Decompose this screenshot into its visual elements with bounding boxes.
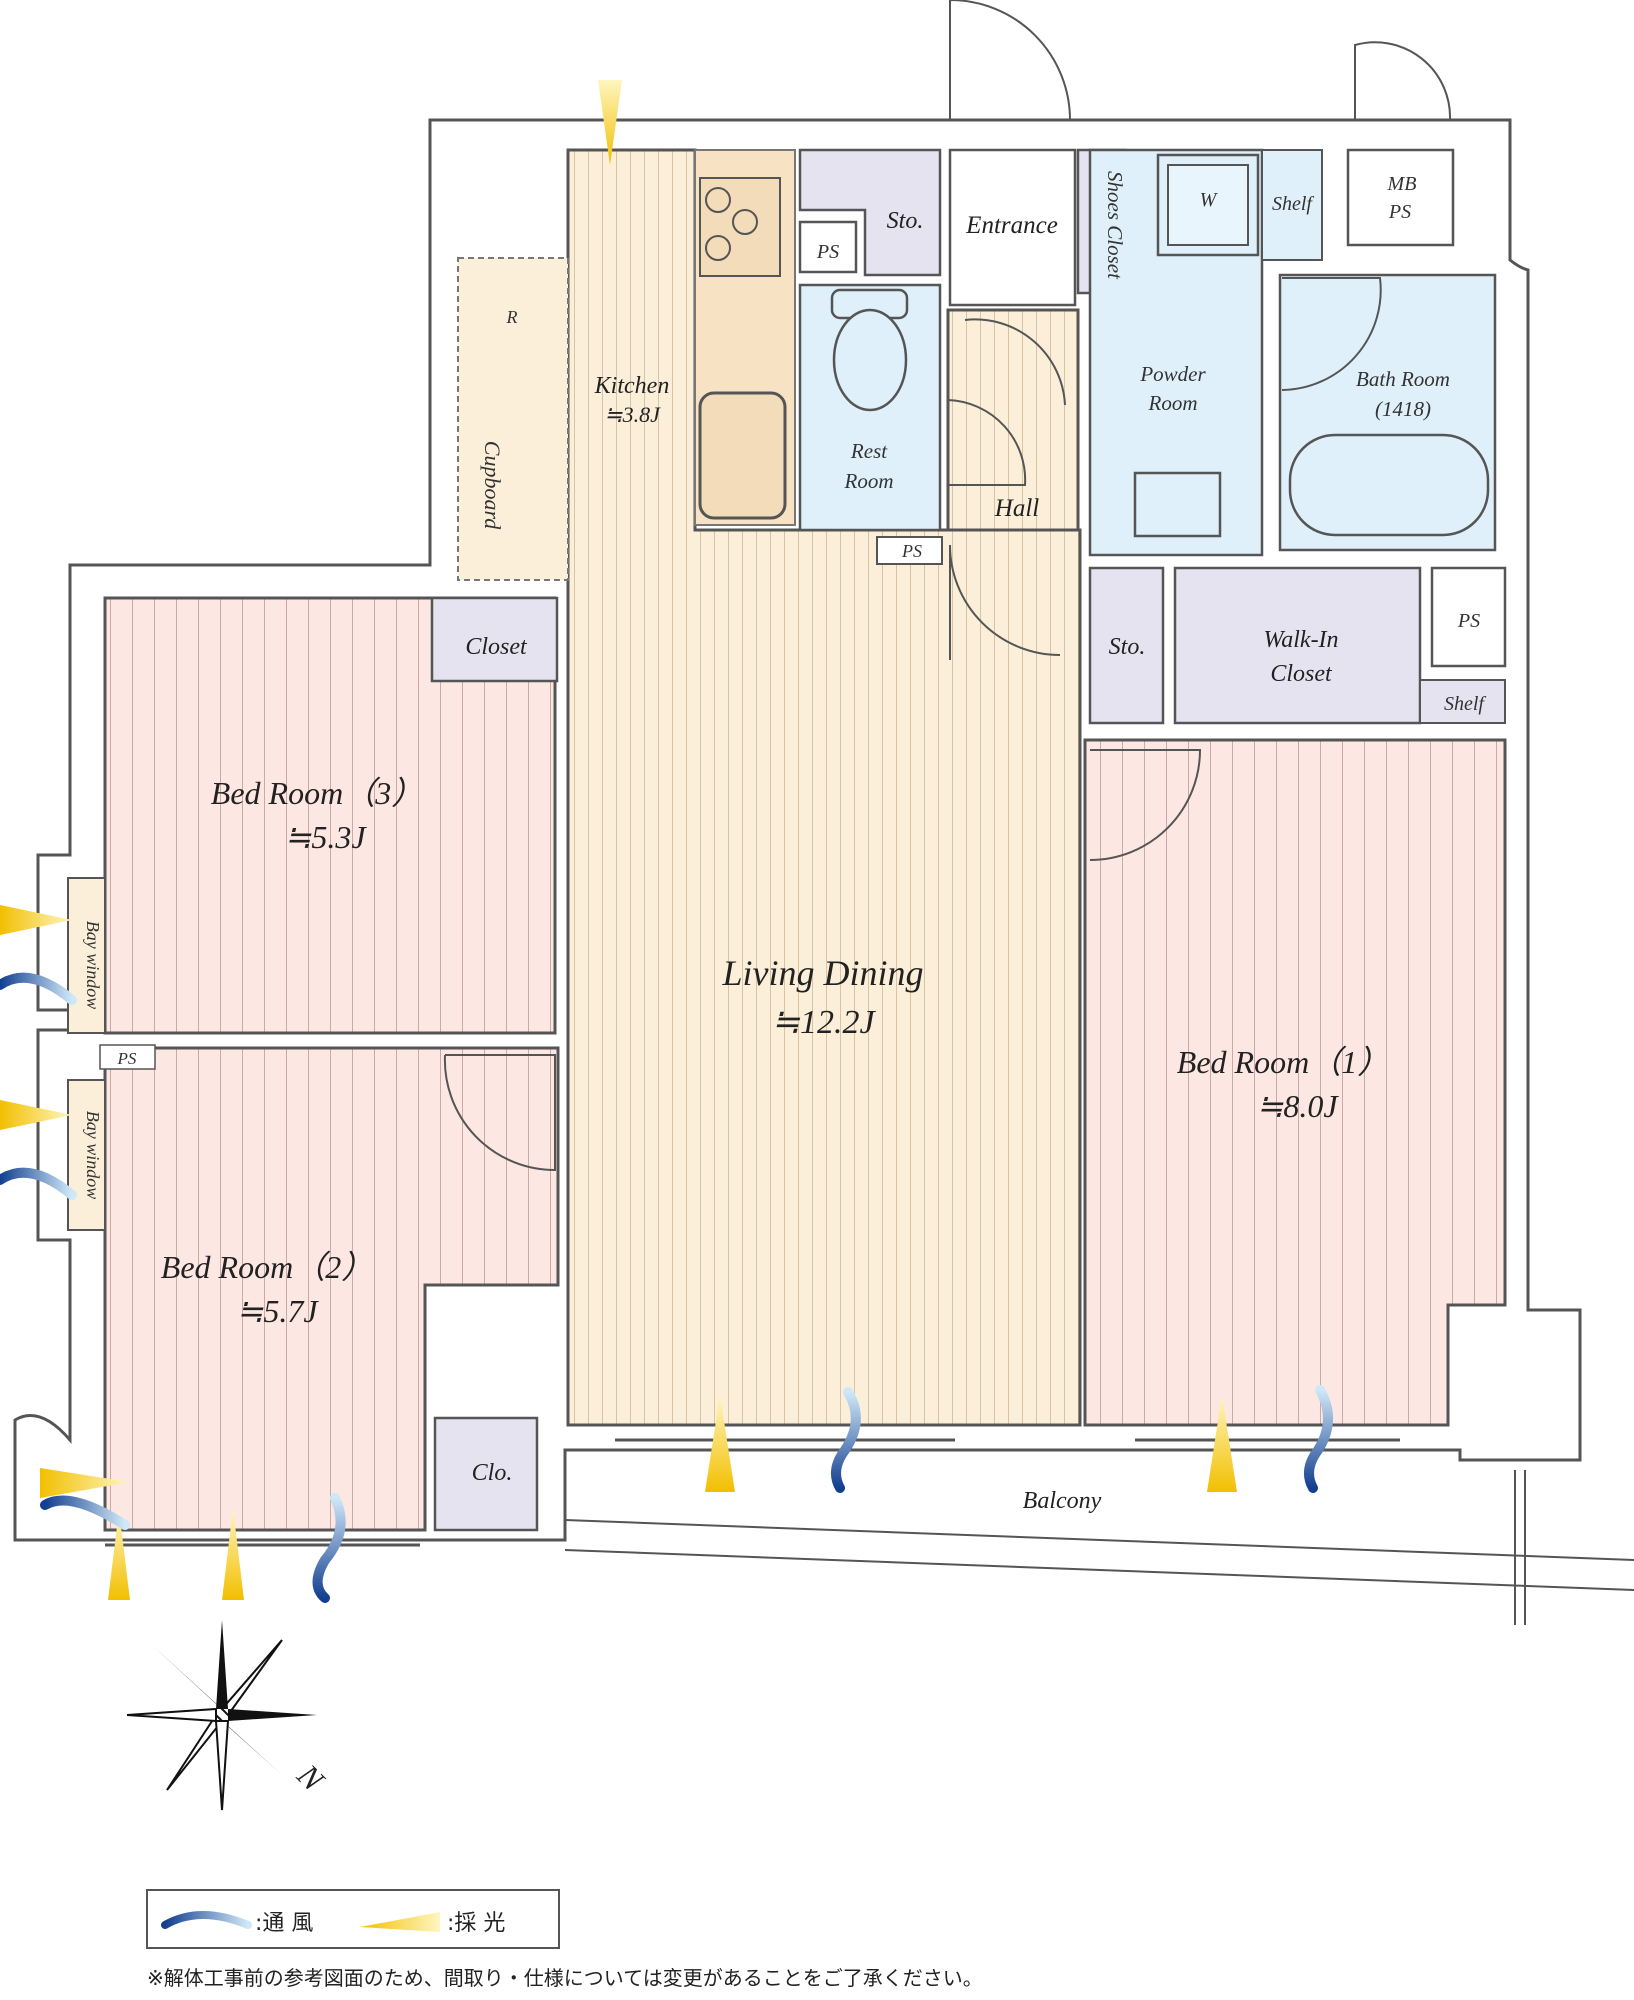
- door-entrance: [949, 0, 1071, 121]
- cupboard-area: [457, 257, 569, 581]
- shoes-closet-label: Shoes Closet: [1103, 171, 1127, 280]
- walk-in-closet-label-2: Closet: [1270, 661, 1333, 687]
- footnote: ※解体工事前の参考図面のため、間取り・仕様については変更があることをご了承くださ…: [147, 1966, 983, 1990]
- storage-sto-top: [798, 148, 942, 277]
- bed-room-2-size: ≒5.7J: [236, 1293, 319, 1329]
- legend-light-swatch: [360, 1912, 440, 1932]
- bay-window-2-label: Bay window: [83, 1111, 103, 1200]
- w-label: W: [1200, 189, 1219, 211]
- burner-3: [705, 235, 731, 261]
- hall-label: Hall: [994, 495, 1040, 522]
- bay-window-bed3: [67, 877, 106, 1034]
- hall-floor: [946, 308, 1080, 532]
- light-arrow-kitchen: [598, 80, 622, 165]
- ps-kitchen-label: PS: [816, 241, 839, 263]
- ps-restroom: [876, 536, 943, 565]
- wind-arrow-bed2: [312, 1493, 346, 1603]
- compass-rose: [126, 1620, 317, 1811]
- light-arrow-bed2-corner: [40, 1468, 130, 1498]
- bath-room-label-2: (1418): [1375, 397, 1431, 421]
- bay-window-bed2: [67, 1079, 106, 1231]
- ps-wic-label: PS: [1457, 610, 1480, 632]
- toilet-bowl: [832, 308, 908, 412]
- ps-bed2: [99, 1044, 156, 1070]
- light-arrow-bed2-a: [108, 1510, 130, 1600]
- legend-lighting: :採 光: [447, 1911, 505, 1936]
- door-hall: [947, 399, 1027, 486]
- cupboard-label: Cupboard: [480, 441, 505, 530]
- bath-room-label-1: Bath Room: [1356, 367, 1450, 391]
- ps-restroom-label: PS: [901, 541, 922, 561]
- closet-bed3: [430, 596, 559, 683]
- washer-inner: [1167, 164, 1249, 246]
- balcony-label: Balcony: [1023, 1488, 1102, 1514]
- shelf-wic: [1419, 679, 1506, 724]
- sto-top-label: Sto.: [887, 208, 924, 234]
- living-dining-label: Living Dining: [721, 953, 923, 993]
- door-mb: [1354, 41, 1452, 121]
- mb-label: MB: [1387, 173, 1417, 195]
- wind-arrow-bed2-corner: [40, 1495, 130, 1530]
- mb-ps-box: [1346, 148, 1455, 247]
- bed-room-3-label: Bed Room（3）: [211, 775, 423, 811]
- powder-room-label-1: Powder: [1139, 362, 1206, 386]
- shelf-wet-label: Shelf: [1272, 193, 1314, 215]
- ps-wic: [1430, 566, 1507, 668]
- clo-bed2: [433, 1416, 539, 1532]
- bedroom-1-floor: [1083, 738, 1507, 1427]
- balcony-parapet: [564, 1470, 1634, 1625]
- light-arrow-bed1: [1207, 1395, 1237, 1492]
- bay-window-3-label: Bay window: [83, 921, 103, 1010]
- bedroom-2-floor: [103, 1046, 560, 1532]
- entrance-floor: [948, 148, 1077, 307]
- shelf-wic-label: Shelf: [1444, 693, 1486, 715]
- bed-room-1-label: Bed Room（1）: [1177, 1044, 1389, 1080]
- stove: [699, 177, 781, 277]
- closet-label: Closet: [465, 634, 528, 660]
- kitchen-label: Kitchen: [594, 373, 670, 399]
- rest-room-label-2: Room: [844, 469, 894, 493]
- clo-label: Clo.: [472, 1460, 513, 1486]
- light-arrow-bed2-b: [222, 1508, 244, 1600]
- walk-in-closet: [1173, 566, 1422, 725]
- rest-room-label-1: Rest: [850, 439, 888, 463]
- legend-wind-swatch: [161, 1911, 252, 1929]
- door-bath: [1281, 277, 1382, 391]
- bathtub: [1288, 433, 1490, 537]
- door-bed2: [443, 1054, 556, 1172]
- ps-bed2-label: PS: [117, 1049, 137, 1068]
- living-dining-size: ≒12.2J: [771, 1004, 876, 1041]
- burner-2: [732, 209, 758, 235]
- kitchen-size: ≒3.8J: [604, 402, 661, 427]
- compass-north-label: N: [290, 1756, 332, 1798]
- wind-arrow-bay2: [0, 1167, 77, 1200]
- shelf-wet: [1261, 149, 1323, 261]
- wind-arrow-bay3: [0, 972, 77, 1005]
- sto-mid-label: Sto.: [1109, 634, 1146, 660]
- walk-in-closet-label-1: Walk-In: [1263, 627, 1338, 653]
- entrance-label: Entrance: [965, 212, 1058, 239]
- light-arrow-bay3: [0, 905, 72, 935]
- kitchen-sink: [698, 391, 787, 520]
- wind-arrow-bed1: [1304, 1385, 1333, 1493]
- door-living: [949, 544, 1061, 660]
- door-bed1: [1089, 749, 1202, 861]
- vanity-sink: [1133, 471, 1222, 538]
- burner-1: [705, 187, 731, 213]
- wind-arrow-living: [831, 1387, 861, 1493]
- storage-sto-mid: [1088, 566, 1165, 725]
- powder-room-label-2: Room: [1148, 391, 1198, 415]
- mb-ps-label: PS: [1388, 201, 1411, 223]
- bed-room-2-label: Bed Room（2）: [161, 1249, 373, 1285]
- ps-kitchen: [798, 220, 858, 274]
- light-arrow-bay2: [0, 1100, 72, 1130]
- bed-room-3-size: ≒5.3J: [284, 819, 367, 855]
- r-label: R: [506, 307, 518, 327]
- bed-room-1-size: ≒8.0J: [1256, 1088, 1339, 1124]
- legend-ventilation: :通 風: [255, 1911, 313, 1936]
- door-powder: [964, 318, 1066, 406]
- light-arrow-living: [705, 1395, 735, 1492]
